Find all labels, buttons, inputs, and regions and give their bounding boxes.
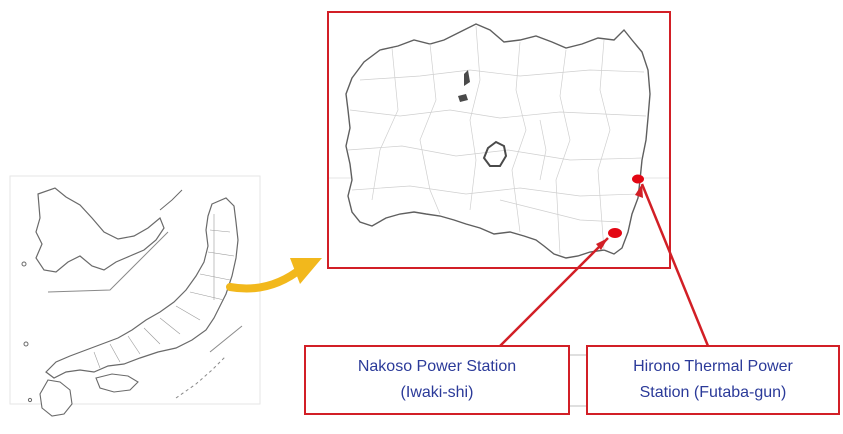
kyushu-outline	[39, 379, 73, 417]
hirono-station-location: Station (Futaba-gun)	[639, 384, 787, 401]
municipal-borders	[347, 25, 647, 255]
ryukyu-islands	[175, 355, 227, 399]
shikoku-outline	[95, 373, 139, 393]
nakoso-station-location: (Iwaki-shi)	[400, 384, 474, 401]
hirono-station-marker	[632, 174, 644, 184]
fukushima-prefecture-outline	[345, 23, 651, 259]
small-island	[23, 341, 29, 347]
japan-overview-map	[9, 175, 261, 417]
honshu-outline	[45, 197, 239, 379]
inset-divider-line	[47, 231, 169, 293]
lake-small	[464, 70, 470, 86]
hokkaido-outline	[35, 187, 165, 273]
hirono-station-label: Hirono Thermal Power Station (Futaba-gun…	[586, 345, 840, 415]
small-island	[21, 261, 27, 267]
prefecture-borders	[93, 214, 235, 369]
nakoso-station-name: Nakoso Power Station	[357, 358, 517, 375]
nakoso-station-marker	[608, 228, 622, 238]
nakoso-station-label: Nakoso Power Station (Iwaki-shi)	[304, 345, 570, 415]
small-island	[27, 397, 33, 403]
zoom-arrow	[226, 258, 322, 293]
pointer-lines	[499, 183, 710, 347]
lake-inawashiro	[482, 140, 508, 167]
fukushima-detail-map	[327, 11, 671, 269]
kuril-islands	[159, 189, 183, 211]
hirono-station-name: Hirono Thermal Power	[633, 358, 793, 375]
lake-small	[458, 94, 468, 102]
